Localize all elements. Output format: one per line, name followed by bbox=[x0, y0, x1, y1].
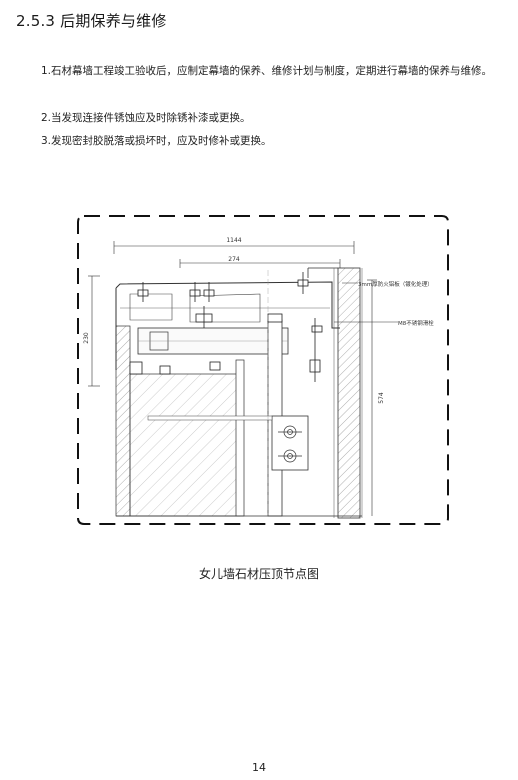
label-bolt: M8不锈钢滑栓 bbox=[398, 319, 434, 327]
page-number: 14 bbox=[252, 761, 266, 774]
right-wall bbox=[337, 267, 361, 519]
paragraph-3: 3.发现密封胶脱落或损坏时，应及时修补或更换。 bbox=[41, 135, 272, 147]
figure-caption: 女儿墙石材压顶节点图 bbox=[198, 567, 319, 581]
section-heading: 2.5.3 后期保养与维修 bbox=[16, 12, 167, 30]
break-frame bbox=[77, 215, 449, 525]
dim-sub-label: 274 bbox=[228, 256, 240, 263]
anchor-bolts bbox=[278, 425, 302, 463]
dim-right-label: 574 bbox=[378, 392, 385, 404]
dim-top-label: 1144 bbox=[226, 237, 241, 244]
paragraph-1: 1.石材幕墙工程竣工验收后，应制定幕墙的保养、维修计划与制度，定期进行幕墙的保养… bbox=[41, 65, 493, 77]
masonry-block bbox=[129, 373, 241, 517]
dim-left-label: 230 bbox=[83, 332, 90, 344]
paragraph-2: 2.当发现连接件锈蚀应及时除锈补漆或更换。 bbox=[41, 112, 251, 124]
left-stone-panel bbox=[115, 325, 131, 517]
label-coping-cap: 3mm厚防火铝板（镀化处理） bbox=[358, 280, 433, 288]
base-plate bbox=[271, 415, 309, 471]
parapet-stone-coping-detail-drawing: 1144 274 230 574 bbox=[77, 215, 449, 525]
